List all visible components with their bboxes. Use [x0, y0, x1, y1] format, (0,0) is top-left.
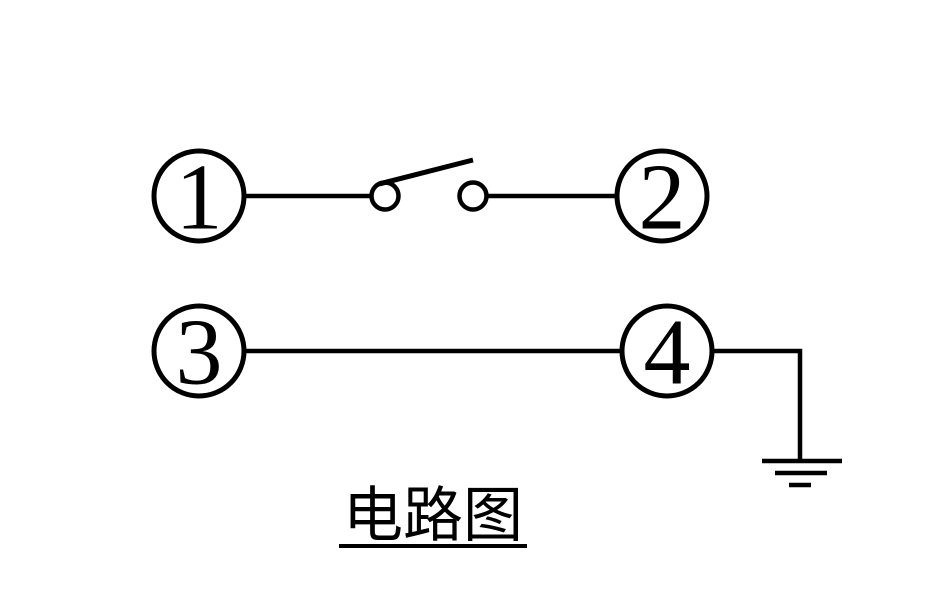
switch-contact-right: [457, 180, 489, 212]
terminal-2-circle: [614, 148, 710, 244]
terminal-3-circle: [151, 303, 247, 399]
ground-symbol: [762, 458, 842, 488]
switch-arm: [378, 157, 474, 187]
diagram-title: 电路图: [343, 483, 523, 549]
terminal-1: 1: [151, 145, 247, 249]
switch-contact-left: [369, 180, 401, 212]
wire-terminal4-to-ground: [714, 348, 803, 461]
terminal-3-label: 3: [176, 300, 223, 404]
terminal-3: 3: [151, 300, 247, 404]
terminal-1-label: 1: [176, 145, 223, 249]
terminal-2-label: 2: [639, 145, 686, 249]
terminal-4-circle: [619, 303, 715, 399]
switch-symbol: [369, 157, 489, 212]
terminal-4: 4: [619, 300, 715, 404]
terminal-2: 2: [614, 145, 710, 249]
terminal-4-label: 4: [644, 300, 691, 404]
terminal-1-circle: [151, 148, 247, 244]
